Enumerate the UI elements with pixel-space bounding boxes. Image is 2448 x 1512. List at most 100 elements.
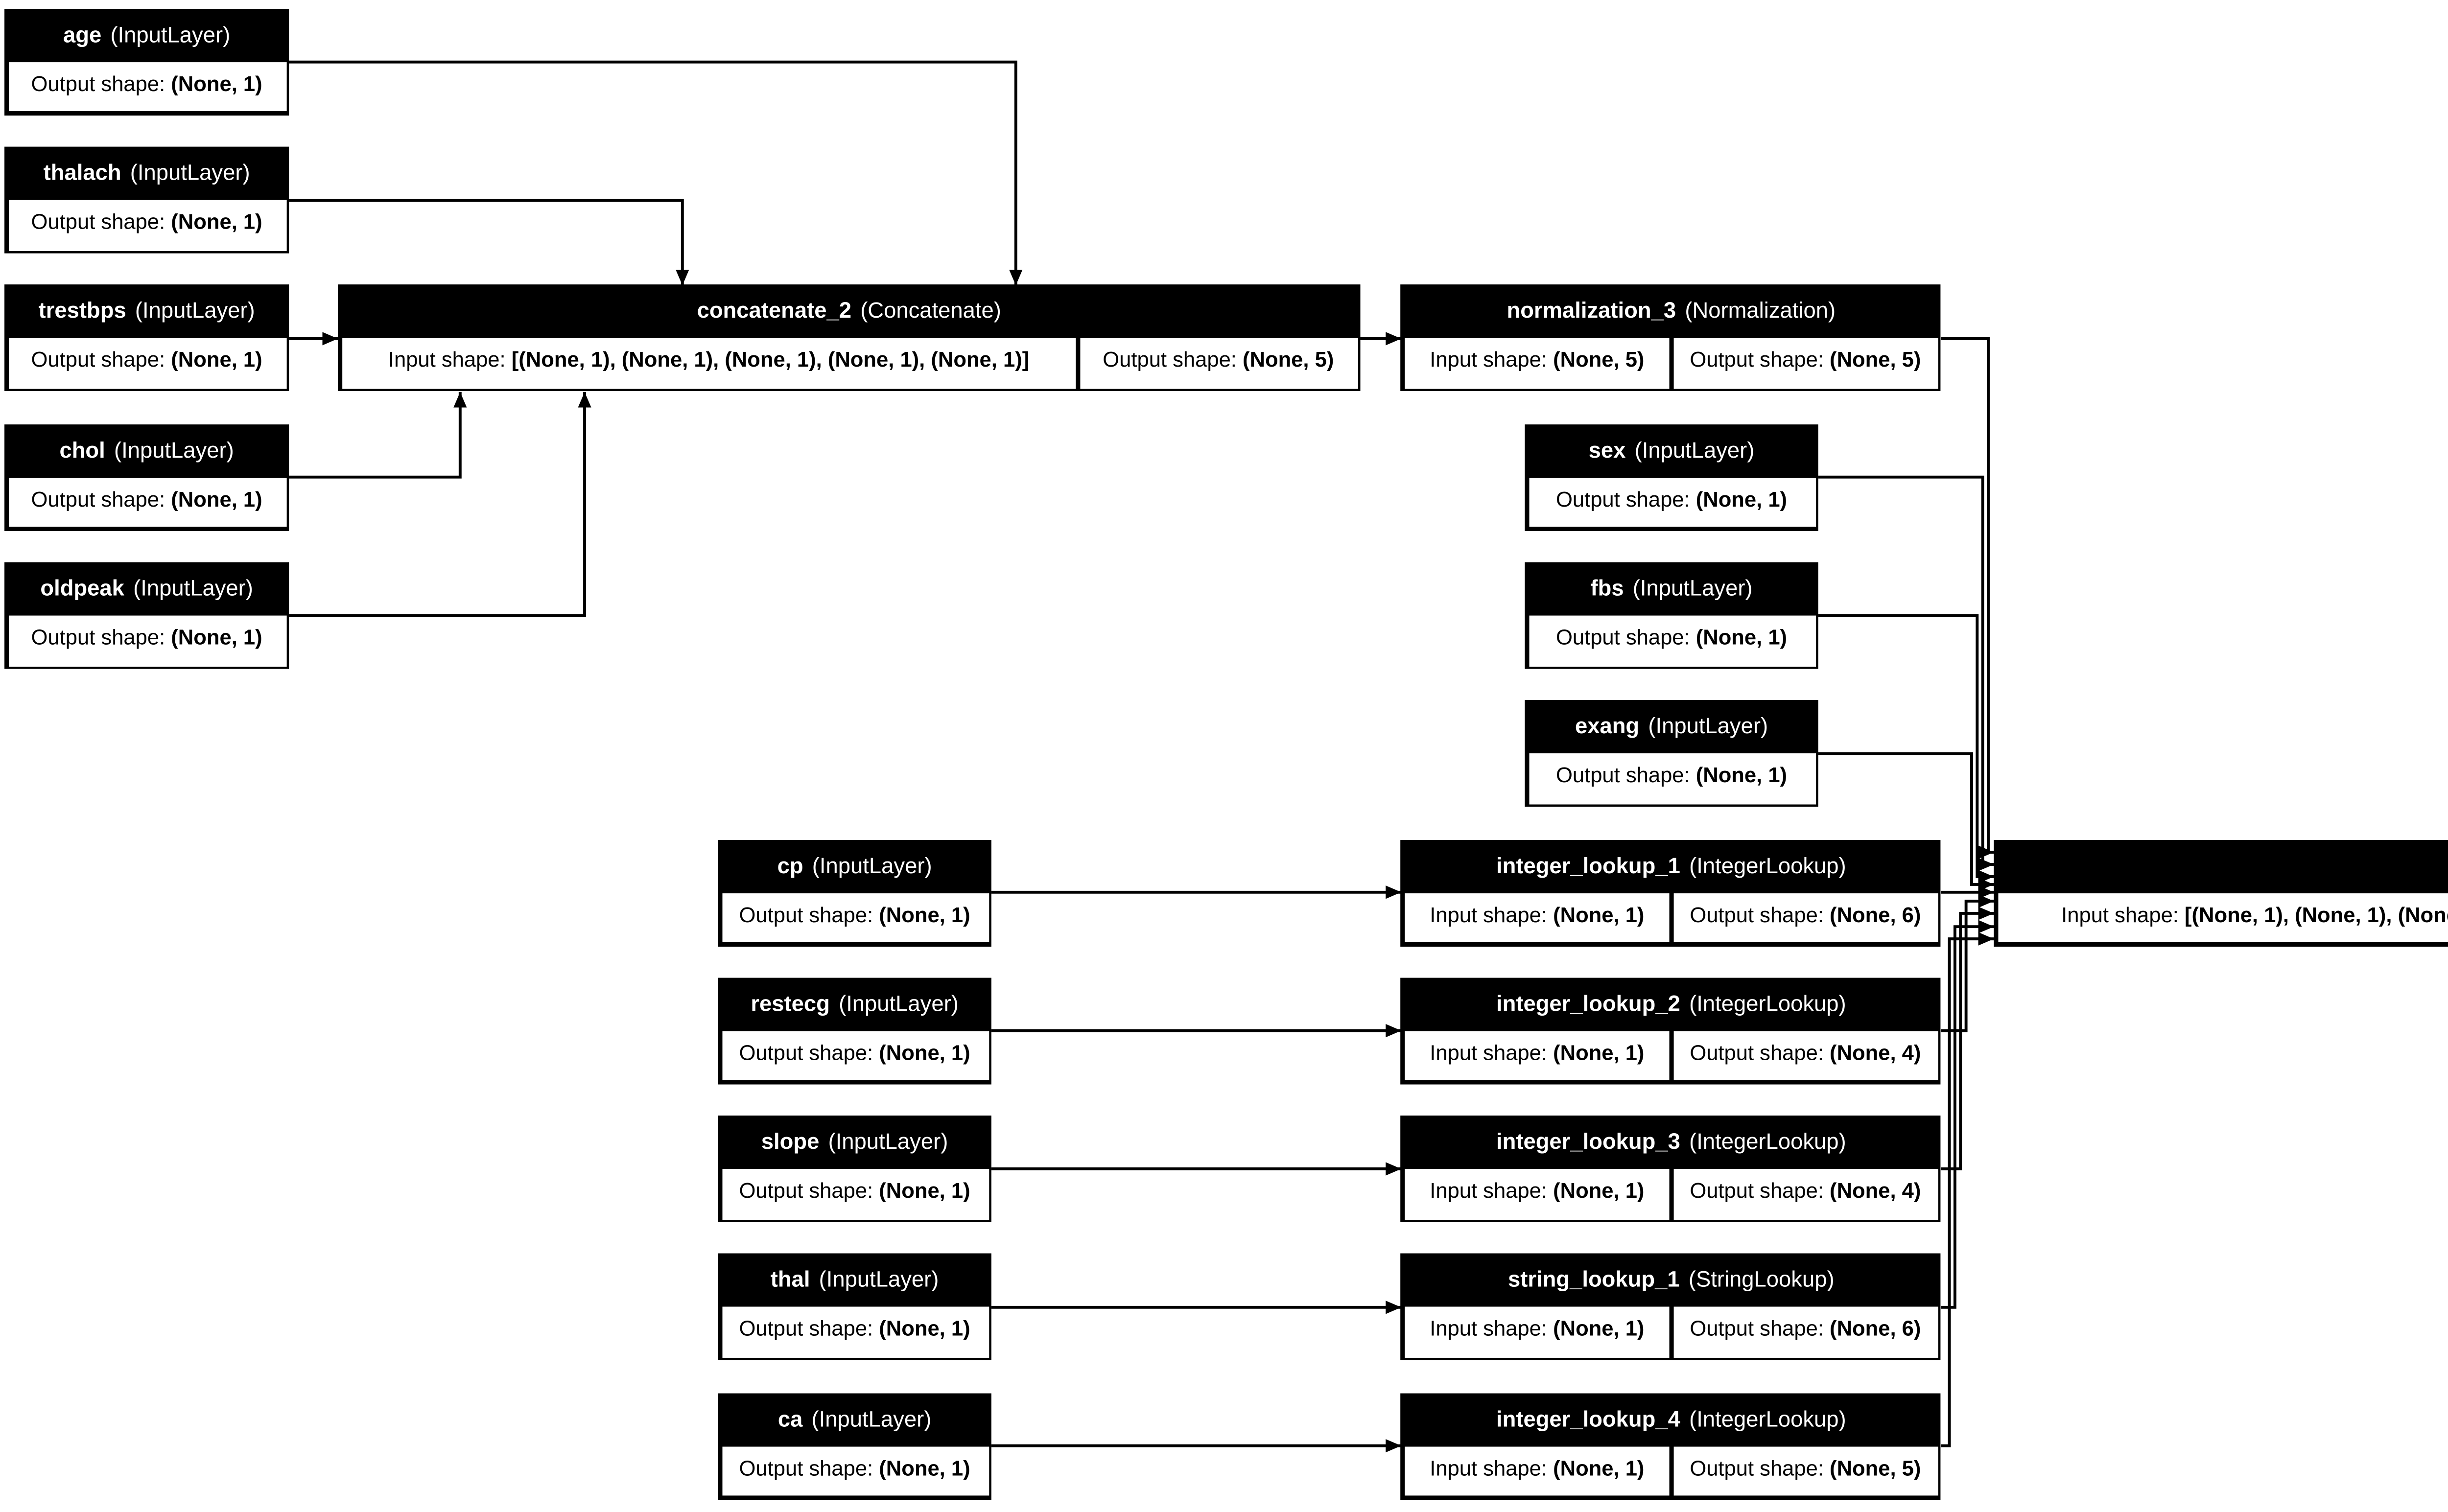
output-shape-value: (None, 1)	[879, 1042, 970, 1067]
output-shape-value: (None, 1)	[171, 627, 262, 651]
layer-name: restecg	[751, 993, 830, 1018]
edge-sex-to-concatenate_3	[1818, 475, 1994, 871]
edge-normalization_3-to-concatenate_3	[1941, 337, 1994, 859]
node-integer_lookup_4: integer_lookup_4(IntegerLookup) Input sh…	[1401, 1392, 1941, 1499]
output-shape-label: Output shape:	[1690, 903, 1830, 928]
output-shape-label: Output shape:	[1556, 488, 1696, 513]
layer-name: fbs	[1590, 578, 1624, 603]
output-shape-label: Output shape:	[1556, 627, 1696, 651]
input-shape-label: Input shape:	[388, 349, 512, 374]
input-shape-value: (None, 5)	[1553, 349, 1645, 374]
node-title: concatenate_2(Concatenate)	[338, 285, 1360, 339]
input-shape-cell: Input shape: [(None, 1), (None, 1), (Non…	[341, 338, 1077, 389]
layer-type: (InputLayer)	[819, 1269, 939, 1294]
layer-type: (InputLayer)	[839, 993, 959, 1018]
edge-integer_lookup_4-to-concatenate_3	[1941, 932, 1994, 1447]
layer-name: thalach	[43, 163, 121, 187]
layer-type: (InputLayer)	[1632, 578, 1753, 603]
layer-name: integer_lookup_4	[1496, 1408, 1680, 1433]
output-shape-value: (None, 1)	[171, 73, 262, 98]
output-shape-value: (None, 5)	[1830, 349, 1921, 374]
node-title: integer_lookup_2(IntegerLookup)	[1401, 977, 1941, 1031]
output-shape-value: (None, 4)	[1830, 1042, 1921, 1067]
layer-name: cp	[777, 854, 803, 879]
node-title: slope(InputLayer)	[718, 1116, 991, 1169]
layer-type: (InputLayer)	[811, 1408, 932, 1433]
input-shape-value: (None, 1)	[1553, 1318, 1645, 1343]
output-shape-value: (None, 1)	[879, 1318, 970, 1343]
edge-thalach-to-concatenate_2	[289, 199, 689, 285]
output-shape-label: Output shape:	[31, 73, 171, 98]
output-shape-label: Output shape:	[31, 627, 171, 651]
layer-type: (StringLookup)	[1688, 1269, 1835, 1294]
layer-type: (InputLayer)	[110, 24, 231, 49]
layer-name: chol	[59, 439, 105, 464]
layer-type: (InputLayer)	[1648, 716, 1768, 741]
node-title: cp(InputLayer)	[718, 839, 991, 892]
layer-type: (InputLayer)	[130, 163, 250, 187]
layer-name: oldpeak	[40, 578, 124, 603]
node-title: ca (InputLayer)	[718, 1393, 991, 1446]
output-shape-cell: Output shape: (None, 1)	[721, 1169, 989, 1219]
layer-type: (Concatenate)	[860, 301, 1001, 326]
node-title: sex(InputLayer)	[1525, 424, 1818, 477]
input-shape-value: (None, 1)	[1553, 1042, 1645, 1067]
output-shape-value: (None, 4)	[1830, 1180, 1921, 1205]
output-shape-value: (None, 1)	[879, 1180, 970, 1205]
output-shape-value: (None, 1)	[879, 903, 970, 928]
node-concatenate_2: concatenate_2(Concatenate) Input shape: …	[338, 285, 1361, 392]
node-title: integer_lookup_3(IntegerLookup)	[1401, 1116, 1941, 1169]
node-age: age(InputLayer) Output shape: (None, 1)	[4, 8, 289, 116]
output-shape-label: Output shape:	[1690, 1318, 1830, 1343]
layer-name: integer_lookup_3	[1496, 1131, 1680, 1156]
node-title: thalach (InputLayer)	[4, 147, 289, 200]
output-shape-cell: Output shape: (None, 1)	[7, 615, 286, 666]
node-title: exang(InputLayer)	[1525, 700, 1818, 754]
edge-chol-to-concatenate_2	[289, 392, 467, 479]
node-title: restecg (InputLayer)	[718, 977, 991, 1031]
node-thal: thal(InputLayer) Output shape: (None, 1)	[718, 1254, 991, 1361]
input-shape-cell: Input shape: (None, 1)	[1404, 1169, 1670, 1219]
output-shape-cell: Output shape: (None, 1)	[1528, 615, 1815, 666]
layer-type: (IntegerLookup)	[1689, 993, 1846, 1018]
node-slope: slope(InputLayer) Output shape: (None, 1…	[718, 1116, 991, 1222]
input-shape-cell: Input shape: (None, 1)	[1404, 1307, 1670, 1358]
layer-type: (IntegerLookup)	[1689, 854, 1846, 879]
output-shape-cell: Output shape: (None, 4)	[1672, 1169, 1938, 1219]
output-shape-cell: Output shape: (None, 6)	[1672, 892, 1938, 942]
edge-exang-to-concatenate_3	[1818, 752, 1994, 891]
output-shape-label: Output shape:	[739, 1318, 879, 1343]
output-shape-label: Output shape:	[1690, 1042, 1830, 1067]
input-shape-label: Input shape:	[1430, 1180, 1554, 1205]
input-shape-value: [(None, 1), (None, 1), (None, 1), (None,…	[2185, 903, 2448, 928]
node-concatenate_3: concatenate_3(Concatenate) Input shape: …	[1994, 838, 2448, 946]
output-shape-value: (None, 6)	[1830, 903, 1921, 928]
node-integer_lookup_1: integer_lookup_1(IntegerLookup) Input sh…	[1401, 838, 1941, 946]
node-normalization_3: normalization_3(Normalization) Input sha…	[1401, 285, 1941, 392]
output-shape-cell: Output shape: (None, 1)	[7, 338, 286, 389]
node-chol: chol(InputLayer) Output shape: (None, 1)	[4, 423, 289, 531]
node-ca: ca(InputLayer) Output shape: (None, 1)	[718, 1392, 991, 1499]
edge-age-to-concatenate_2	[289, 60, 1023, 285]
output-shape-value: (None, 6)	[1830, 1318, 1921, 1343]
output-shape-value: (None, 1)	[171, 211, 262, 236]
output-shape-label: Output shape:	[31, 488, 171, 513]
node-title: fbs (InputLayer)	[1525, 562, 1818, 616]
layer-name: normalization_3	[1506, 301, 1676, 326]
layer-name: trestbps	[38, 301, 126, 326]
layer-type: (InputLayer)	[135, 301, 255, 326]
output-shape-label: Output shape:	[1690, 1457, 1830, 1482]
node-title: integer_lookup_1(IntegerLookup)	[1401, 839, 1941, 892]
output-shape-label: Output shape:	[31, 211, 171, 236]
output-shape-cell: Output shape: (None, 1)	[7, 62, 286, 112]
input-shape-label: Input shape:	[2061, 903, 2185, 928]
layer-name: ca	[777, 1408, 803, 1433]
output-shape-cell: Output shape: (None, 6)	[1672, 1307, 1938, 1358]
layer-type: (InputLayer)	[1634, 439, 1755, 464]
node-sex: sex(InputLayer) Output shape: (None, 1)	[1525, 423, 1818, 531]
layer-type: (InputLayer)	[114, 439, 234, 464]
node-trestbps: trestbps (InputLayer) Output shape: (None…	[4, 285, 289, 392]
output-shape-cell: Output shape: (None, 1)	[1528, 477, 1815, 527]
